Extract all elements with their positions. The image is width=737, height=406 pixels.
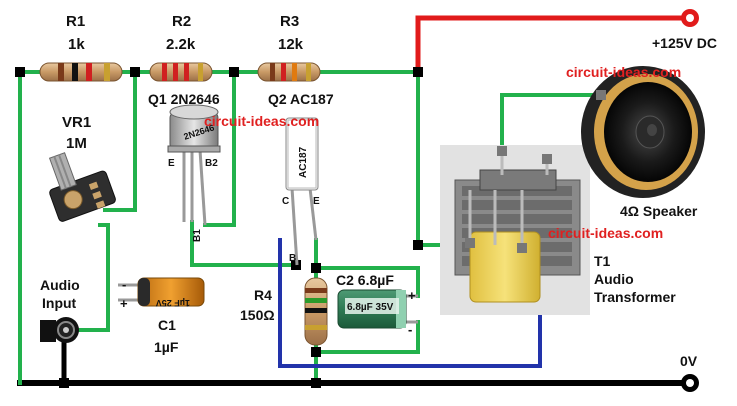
label-supply: +125V DC [652, 35, 717, 51]
junction-r1r2 [130, 67, 140, 77]
watermark-right: circuit-ideas.com [548, 225, 663, 241]
transistor-q1: 2N2646 [167, 104, 221, 226]
junction-left-top [15, 67, 25, 77]
junction-r2r3 [229, 67, 239, 77]
pin-q1-b2: B2 [205, 158, 218, 169]
transformer-t1 [440, 145, 590, 315]
pin-q2-e: E [313, 196, 320, 207]
junction-ground-mid [311, 378, 321, 388]
potentiometer-vr1 [48, 152, 116, 222]
wires [17, 15, 693, 386]
transistor-q2: AC187 [285, 117, 319, 266]
pin-c1-minus: - [122, 277, 126, 292]
label-r2-value: 2.2k [166, 36, 196, 53]
junction-ground-left [59, 378, 69, 388]
junction-t1-primary [413, 240, 423, 250]
label-q2: Q2 AC187 [268, 91, 334, 107]
label-c1-name: C1 [158, 317, 176, 333]
resistor-r2 [149, 62, 213, 82]
label-t1-line2: Transformer [594, 289, 676, 305]
label-ground: 0V [680, 353, 698, 369]
label-speaker: 4Ω Speaker [620, 203, 698, 219]
c1-body-marking: 1µF 25V [156, 298, 190, 308]
watermark-top: circuit-ideas.com [566, 64, 681, 80]
supply-terminal [681, 9, 699, 27]
watermark-mid: circuit-ideas.com [204, 113, 319, 129]
label-r1-value: 1k [68, 36, 85, 53]
label-r3-name: R3 [280, 13, 299, 30]
label-r2-name: R2 [172, 13, 191, 30]
capacitor-c1: 1µF 25V [118, 277, 205, 308]
label-vr1-name: VR1 [62, 114, 91, 131]
capacitor-c2: 6.8µF 35V [337, 289, 418, 329]
label-c1-value: 1µF [154, 339, 179, 355]
c2-body-marking: 6.8µF 35V [347, 302, 394, 313]
resistor-r1 [39, 62, 123, 82]
ground-terminal [681, 374, 699, 392]
label-r4-value: 150Ω [240, 307, 275, 323]
label-t1-line1: Audio [594, 271, 634, 287]
label-r3-value: 12k [278, 36, 304, 53]
junction-q2e [311, 263, 321, 273]
audio-input-jack [40, 317, 79, 343]
label-vr1-value: 1M [66, 135, 87, 152]
pin-q1-e: E [168, 158, 175, 169]
pin-c2-minus: - [408, 322, 412, 337]
pin-c2-plus: + [408, 288, 416, 303]
junction-supply [413, 67, 423, 77]
q2-body-marking: AC187 [298, 146, 309, 178]
junction-r4-bottom [311, 347, 321, 357]
pin-q2-c: C [282, 196, 289, 207]
speaker [581, 66, 705, 198]
label-t1-name: T1 [594, 253, 611, 269]
label-r4-name: R4 [254, 287, 272, 303]
label-q1: Q1 2N2646 [148, 91, 220, 107]
label-audio-line1: Audio [40, 277, 80, 293]
resistor-r4 [304, 277, 328, 346]
pin-c1-plus: + [120, 296, 128, 311]
resistor-r3 [257, 62, 321, 82]
label-c2: C2 6.8µF [336, 272, 394, 288]
label-r1-name: R1 [66, 13, 85, 30]
label-audio-line2: Input [42, 295, 77, 311]
pin-q1-b1: B1 [192, 229, 203, 242]
pin-q2-b: B [289, 253, 296, 264]
